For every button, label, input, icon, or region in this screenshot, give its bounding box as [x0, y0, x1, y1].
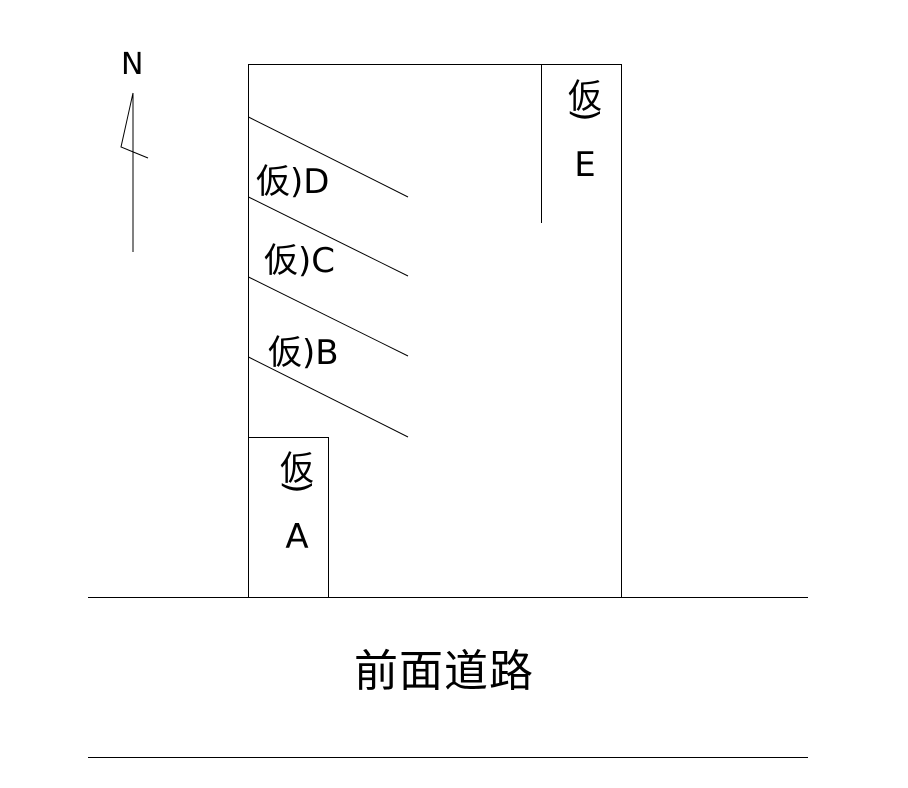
lot-e-letter: E: [574, 145, 596, 185]
lot-d-label: 仮)D: [256, 162, 330, 202]
lot-a-kanji: 仮: [280, 449, 314, 489]
diagonal-line-d: [248, 116, 409, 198]
lot-e-paren: ): [565, 108, 605, 122]
lot-a-paren: ): [277, 480, 317, 494]
diagonal-line-c: [248, 196, 409, 277]
lot-e-kanji: 仮: [568, 77, 602, 117]
front-road-label: 前面道路: [354, 646, 534, 697]
lot-b-label: 仮)B: [268, 333, 339, 373]
diagonal-line-a: [248, 356, 409, 438]
lot-a-letter: A: [285, 517, 309, 557]
diagonal-line-b: [248, 276, 409, 357]
lot-a-label: 仮 ) A: [272, 452, 322, 554]
north-arrow-head: [120, 92, 149, 159]
lot-c-label: 仮)C: [264, 241, 336, 281]
lot-a-boundary: [248, 437, 329, 598]
lot-e-label: 仮 ) E: [560, 80, 610, 182]
north-label: N: [121, 47, 144, 82]
